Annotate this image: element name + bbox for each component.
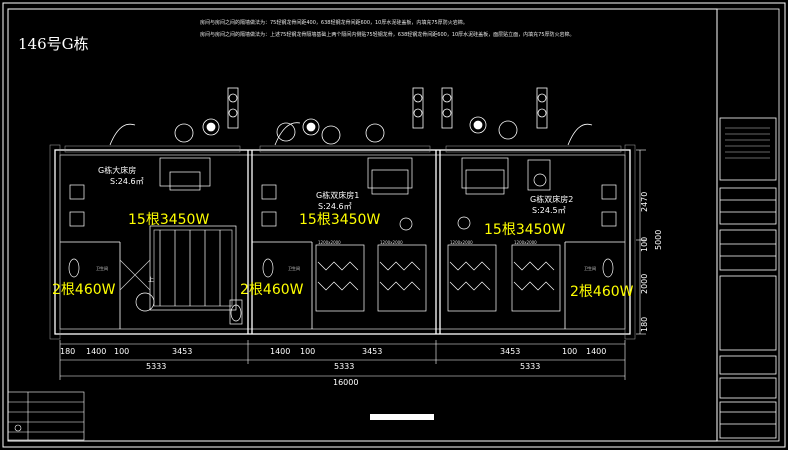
note-line-1: 房间与房间之间的隔墙做法为：75轻钢龙骨间距400，638轻钢龙骨间距600，1… — [200, 20, 468, 26]
bath-label-2: 卫生间 — [288, 266, 300, 271]
room-name-1: G栋大床房 — [98, 166, 137, 175]
note-line-2: 房间与房间之间的隔墙做法为：上述75轻钢龙骨隔墙基础上两个隔间内侧贴75轻钢龙骨… — [200, 32, 575, 38]
room-name-2: G栋双床房1 — [316, 191, 360, 200]
dim-section-3: 5333 — [520, 362, 541, 371]
dim-right-3: 2000 — [640, 273, 649, 294]
dim-total: 16000 — [333, 378, 359, 387]
room-name-3: G栋双床房2 — [530, 195, 574, 204]
dim-bottom-4: 1400 — [270, 347, 291, 356]
bath-label-1: 卫生间 — [96, 266, 108, 271]
dim-right-0: 2470 — [640, 191, 649, 212]
title-block — [716, 8, 780, 442]
dim-bottom-2: 100 — [114, 347, 130, 356]
power-bath-room-1: 2根460W — [52, 282, 116, 298]
exterior-furniture — [109, 87, 593, 146]
stair-label: 上 — [148, 277, 155, 284]
dim-right-1: 100 — [640, 236, 649, 252]
bed-label-3: 1200x2000 — [450, 240, 473, 245]
bath-label-3: 卫生间 — [584, 266, 596, 271]
dim-bottom-7: 3453 — [500, 347, 521, 356]
room-area-1: S:24.6㎡ — [110, 177, 144, 186]
dim-bottom-3: 3453 — [172, 347, 193, 356]
bed-label-1: 1200x2000 — [318, 240, 341, 245]
bed-patterns — [317, 261, 555, 291]
dim-section-2: 5333 — [334, 362, 355, 371]
room-area-3: S:24.5㎡ — [532, 206, 566, 215]
dim-bottom-8: 100 — [562, 347, 578, 356]
drawing-plate — [370, 414, 434, 420]
power-lights-room-3: 15根3450W — [484, 222, 566, 238]
power-bath-room-2: 2根460W — [240, 282, 304, 298]
dim-bottom-1: 1400 — [86, 347, 107, 356]
dim-section-1: 5333 — [146, 362, 167, 371]
power-lights-room-2: 15根3450W — [299, 212, 381, 228]
dim-bottom-9: 1400 — [586, 347, 607, 356]
power-lights-room-1: 15根3450W — [128, 212, 210, 228]
dim-right-2: 5000 — [654, 229, 663, 250]
dim-bottom-5: 100 — [300, 347, 316, 356]
drawing-title: 146号G栋 — [18, 35, 89, 53]
room-area-2: S:24.6㎡ — [318, 202, 352, 211]
dim-bottom-6: 3453 — [362, 347, 383, 356]
power-bath-room-3: 2根460W — [570, 284, 634, 300]
legend-box — [7, 391, 85, 441]
bed-label-4: 1200x2000 — [514, 240, 537, 245]
dim-bottom-0: 180 — [60, 347, 76, 356]
interior-furniture — [68, 157, 617, 325]
dim-right-4: 180 — [640, 316, 649, 332]
bed-label-2: 1200x2000 — [380, 240, 403, 245]
wall-strips — [49, 144, 636, 340]
dimension-lines — [59, 149, 646, 380]
